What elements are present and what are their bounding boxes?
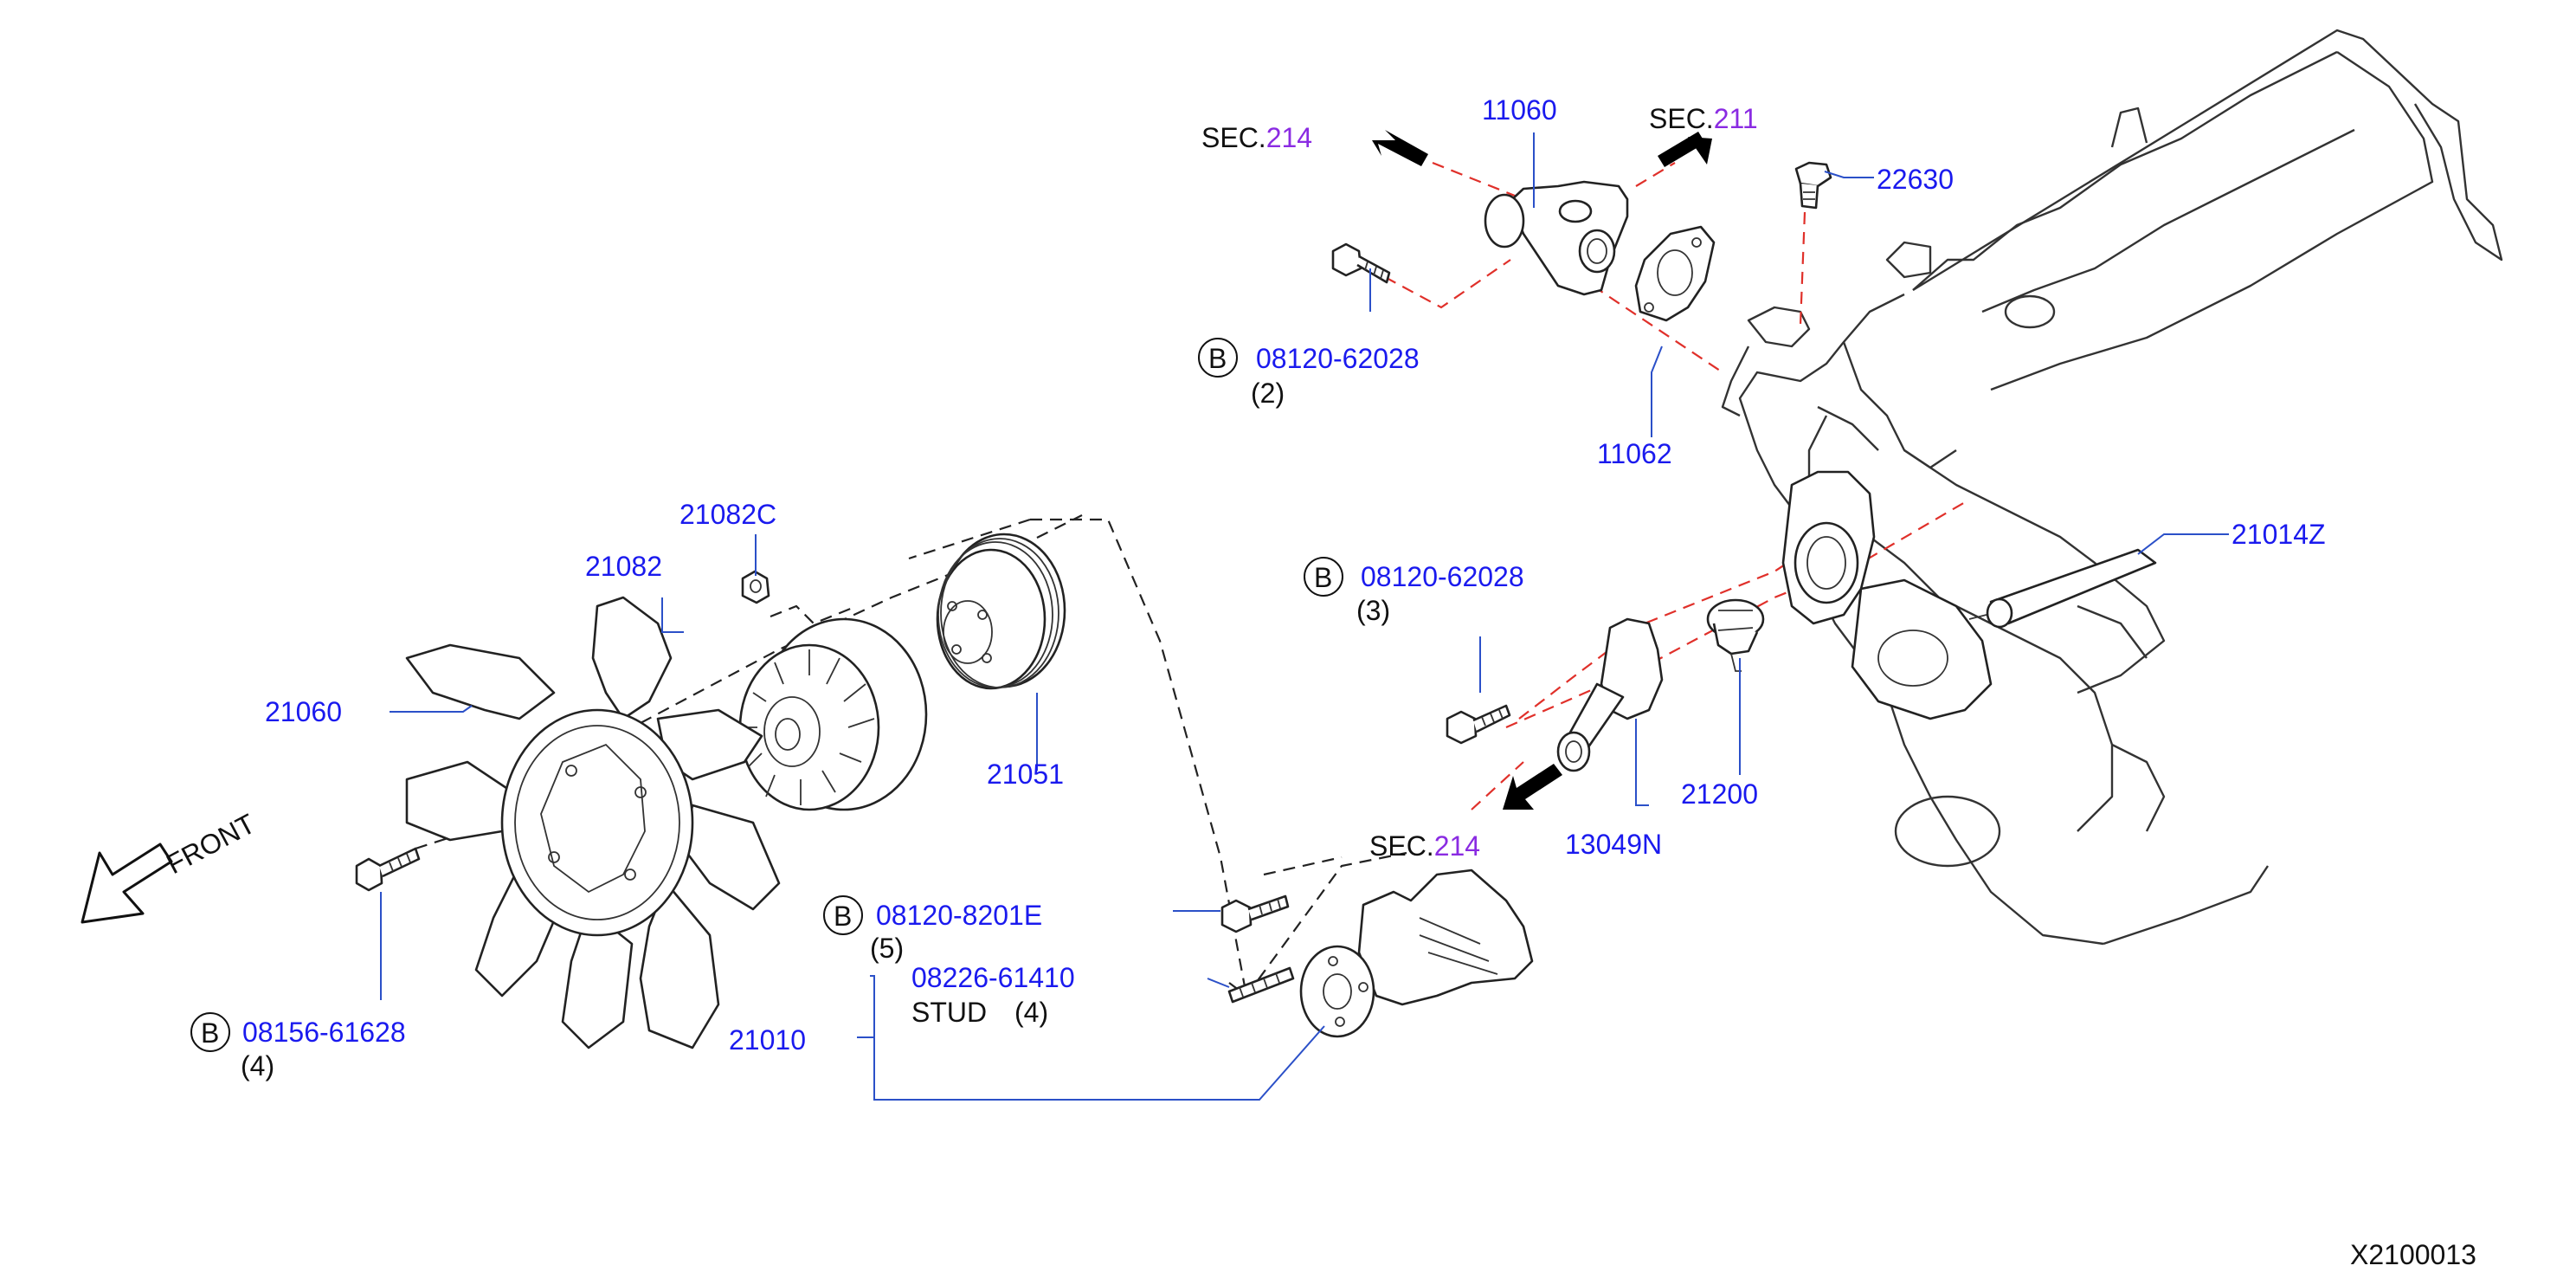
b-badge: B [1314,562,1332,593]
arrow-to-sec214-pump [1503,764,1562,810]
label-08120-8201e: 08120-8201E [876,900,1042,931]
callout-stud: 08226-61410 STUD (4) [911,962,1075,1028]
arrow-to-sec211-head [1688,137,1712,165]
water-outlet-11060 [1484,180,1629,296]
label-21060: 21060 [265,696,342,727]
label-13049n: 13049N [1565,829,1662,860]
callout-bolt-mid: B 08120-62028 (3) [1304,557,1524,626]
b-badge: B [1208,343,1227,374]
diagram-code: X2100013 [2350,1239,2476,1270]
callout-bolt-pump: B 08120-8201E (5) [823,895,1042,964]
label-21082: 21082 [585,551,662,582]
bolt-08156-61628 [355,847,421,892]
sec-214-pump-label: SEC.214 [1369,830,1480,862]
label-21051: 21051 [987,759,1064,790]
fan-clutch-21082 [738,617,928,811]
water-pump-21010 [1299,869,1534,1038]
qty-2: (2) [1251,378,1285,409]
callout-bolt-top: B 08120-62028 (2) [1198,338,1420,409]
label-08120-62028-a: 08120-62028 [1256,343,1420,374]
label-21200: 21200 [1681,778,1758,810]
qty-4-stud: (4) [1014,997,1048,1028]
bolt-08120-62028-top [1331,242,1391,284]
svg-text:SEC.214: SEC.214 [1369,830,1480,862]
qty-3: (3) [1356,595,1390,626]
label-21014z: 21014Z [2231,519,2326,550]
arrow-to-sec214-top [1372,130,1428,166]
svg-text:SEC.211: SEC.211 [1649,103,1758,134]
callout-bolt-fan: B 08156-61628 (4) [190,1012,406,1082]
thermostat-21200 [1706,598,1765,672]
front-label: FRONT [161,808,260,881]
nut-21082c [741,570,770,604]
direction-arrows [80,130,1712,924]
label-22630: 22630 [1877,164,1954,195]
leader-lines [380,132,2229,1101]
b-badge: B [201,1017,219,1049]
temperature-sensor-22630 [1794,161,1832,210]
qty-4: (4) [241,1050,274,1082]
heater-pipe-21014z [1968,548,2157,629]
water-inlet-13049n [1556,617,1664,772]
gasket-11062 [1634,225,1716,322]
pulley-21051 [936,533,1066,690]
svg-text:SEC.214: SEC.214 [1201,122,1312,153]
label-08226-61410: 08226-61410 [911,962,1075,993]
label-08120-62028-b: 08120-62028 [1361,561,1524,592]
cooling-fan-21060 [405,596,781,1049]
qty-5: (5) [870,933,904,964]
front-arrow-icon [80,843,173,924]
label-11060: 11060 [1482,94,1557,126]
label-08156-61628: 08156-61628 [242,1017,406,1048]
label-11062: 11062 [1597,438,1672,469]
stud-08226-61410 [1227,966,1295,1004]
bolt-08120-8201e [1220,894,1290,933]
label-21082c: 21082C [679,499,776,530]
sec-211-label: SEC.211 [1649,103,1758,134]
sec-214-top-label: SEC.214 [1201,122,1312,153]
b-badge: B [834,901,852,932]
stud-label: STUD [911,997,987,1028]
bolt-08120-62028-mid [1446,704,1511,745]
label-21010: 21010 [729,1024,806,1056]
thermostat-housing [1781,470,1993,720]
